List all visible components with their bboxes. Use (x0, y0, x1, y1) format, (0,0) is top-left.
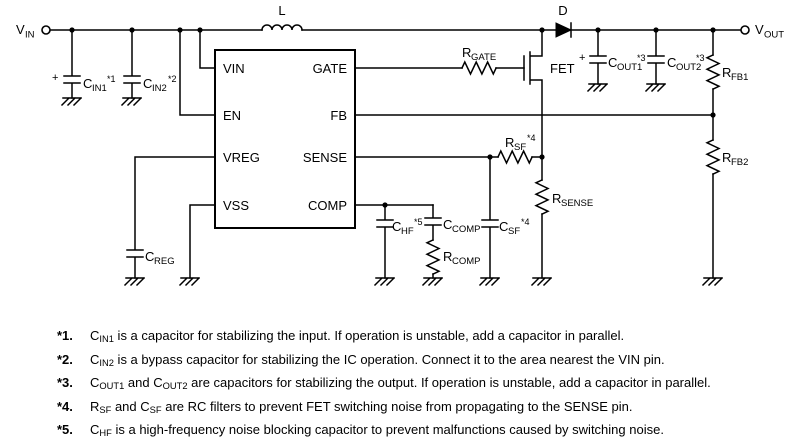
footnote-1-text: CIN1 is a capacitor for stabilizing the … (90, 328, 625, 345)
footnote-4: *4. RSF and CSF are RC filters to prevent… (57, 397, 790, 421)
cin2-note: *2 (168, 74, 177, 84)
cout1-label-sub: OUT1 (617, 62, 642, 73)
chf-label-sub: HF (401, 226, 414, 237)
en-wire (179, 29, 216, 116)
resistor-rfb2 (705, 114, 721, 279)
cin1-label-sub: IN1 (92, 83, 107, 94)
footnote-3-marker: *3. (57, 375, 73, 391)
ccomp-label: C (443, 217, 452, 232)
resistor-rsense (534, 156, 550, 279)
cout2-note: *3 (696, 53, 705, 63)
application-circuit-page: V IN V OUT L D FET R GATE + C IN1 *1 C I… (16, 3, 785, 439)
rsf-note: *4 (527, 133, 536, 143)
footnote-2-marker: *2. (57, 351, 73, 367)
csf-note: *4 (521, 217, 530, 227)
ic-pin-fb: FB (330, 108, 347, 123)
labels: V IN V OUT L D FET R GATE + C IN1 *1 C I… (16, 3, 784, 267)
rcomp-label-sub: COMP (452, 256, 481, 267)
footnote-3-text: COUT1 and COUT2 are capacitors for stabi… (90, 375, 711, 392)
capacitor-cout2 (647, 29, 665, 85)
footnote-3: *3. COUT1 and COUT2 are capacitors for st… (57, 373, 790, 397)
capacitor-cout1 (589, 29, 607, 85)
vout-terminal (740, 25, 750, 35)
creg-label: C (145, 249, 154, 264)
ic-pin-vin: VIN (223, 61, 245, 76)
rsf-label-sub: SF (514, 142, 526, 153)
ccomp-label-sub: COMP (452, 224, 481, 235)
footnotes: *1. CIN1 is a capacitor for stabilizing t… (0, 318, 800, 444)
cout1-polarity-plus: + (579, 52, 585, 64)
inductor (261, 24, 303, 31)
circuit-schematic: V IN V OUT L D FET R GATE + C IN1 *1 C I… (16, 3, 784, 286)
rcomp-label: R (443, 249, 452, 264)
vin-terminal-label-sub: IN (25, 30, 35, 41)
csf-label: C (499, 219, 508, 234)
rfb2-label-sub: FB2 (731, 157, 748, 168)
rfb1-label: R (722, 65, 731, 80)
vin-terminal-label: V (16, 22, 25, 37)
rfb2-label: R (722, 150, 731, 165)
cin1-polarity-plus: + (52, 72, 58, 84)
footnote-2-text: CIN2 is a bypass capacitor for stabilizi… (90, 351, 665, 368)
cout2-label-sub: OUT2 (676, 62, 701, 73)
ground-symbols (61, 83, 723, 286)
diode-label: D (558, 3, 567, 18)
csf-label-sub: SF (508, 226, 520, 237)
ic-pin-en: EN (223, 108, 241, 123)
footnote-5-marker: *5. (57, 422, 73, 438)
capacitor-cin1 (63, 29, 81, 99)
vreg-wire-capacitor-creg (126, 156, 216, 279)
cin2-label: C (143, 76, 152, 91)
footnote-1: *1. CIN1 is a capacitor for stabilizing t… (57, 326, 790, 350)
chf-label: C (392, 219, 401, 234)
chf-note: *5 (414, 217, 423, 227)
resistor-rfb1 (705, 29, 721, 116)
ic-pin-vss: VSS (223, 198, 249, 213)
footnote-1-marker: *1. (57, 328, 73, 343)
footnote-5-text: CHF is a high-frequency noise blocking c… (90, 422, 664, 439)
rsense-label: R (552, 191, 561, 206)
diode-d (555, 22, 573, 38)
ic-pin-comp: COMP (308, 198, 347, 213)
ic-body (214, 49, 356, 229)
footnote-5: *5. CHF is a high-frequency noise blockin… (57, 420, 790, 444)
cout2-label: C (667, 55, 676, 70)
cin2-label-sub: IN2 (152, 83, 167, 94)
creg-label-sub: REG (154, 256, 175, 267)
cout1-label: C (608, 55, 617, 70)
footnote-4-marker: *4. (57, 398, 73, 414)
vout-terminal-label-sub: OUT (764, 30, 784, 41)
footnote-4-text: RSF and CSF are RC filters to prevent FE… (90, 398, 633, 415)
fet-label: FET (550, 61, 575, 76)
vin-terminal (41, 25, 51, 35)
ic-pin-vreg: VREG (223, 150, 260, 165)
inductor-label: L (278, 3, 285, 18)
rsf-label: R (505, 135, 514, 150)
cin1-label: C (83, 76, 92, 91)
ic-pin-sense: SENSE (303, 150, 347, 165)
vss-wire (189, 204, 216, 279)
rgate-label-sub: GATE (471, 52, 496, 63)
ic-pin-gate: GATE (313, 61, 348, 76)
cout1-note: *3 (637, 53, 646, 63)
gate-wire-resistor-rgate (354, 60, 525, 76)
cin1-note: *1 (107, 74, 116, 84)
vout-terminal-label: V (755, 22, 764, 37)
junction-dots (69, 27, 716, 208)
capacitor-chf (376, 204, 394, 279)
rsense-label-sub: SENSE (561, 198, 593, 209)
mosfet-fet (523, 29, 543, 158)
vin-pin-wire (199, 29, 216, 69)
capacitor-csf (481, 156, 499, 279)
footnote-2: *2. CIN2 is a bypass capacitor for stabil… (57, 350, 790, 374)
capacitor-ccomp-resistor-rcomp (424, 204, 442, 279)
rgate-label: R (462, 45, 471, 60)
rfb1-label-sub: FB1 (731, 72, 748, 83)
capacitor-cin2 (123, 29, 141, 99)
